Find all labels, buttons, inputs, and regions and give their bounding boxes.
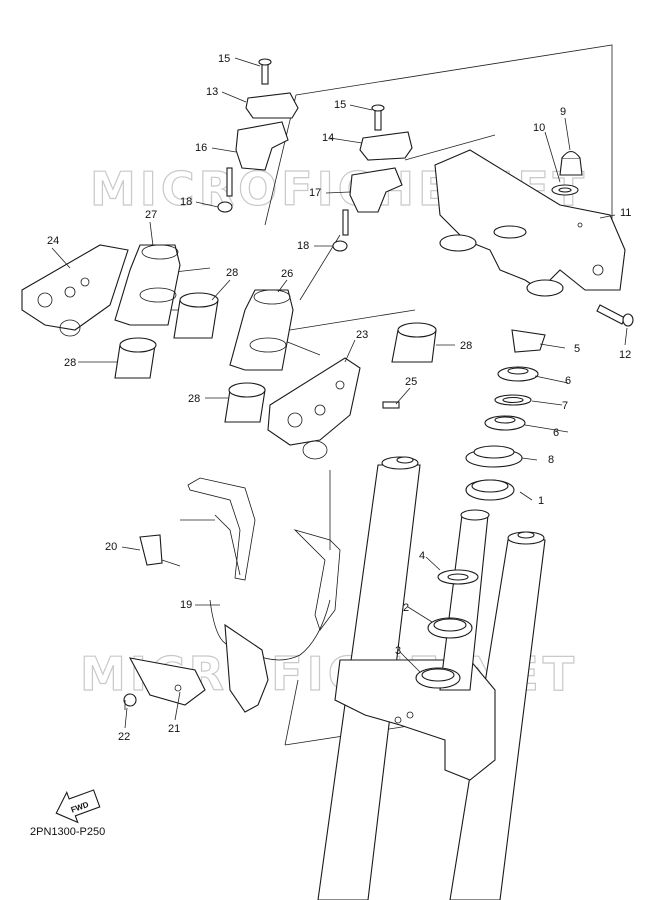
callout-5: 5 xyxy=(574,343,580,355)
collars xyxy=(114,292,437,423)
headlight-brackets xyxy=(21,244,400,460)
callout-26: 26 xyxy=(281,268,293,280)
callout-28-left: 28 xyxy=(64,357,76,369)
callout-15-right: 15 xyxy=(334,99,346,111)
callout-17: 17 xyxy=(309,187,321,199)
handlebar-holders xyxy=(217,58,413,252)
under-bracket xyxy=(334,509,496,781)
callout-28-lower: 28 xyxy=(188,393,200,405)
cap-nut xyxy=(551,150,583,196)
callout-28-right: 28 xyxy=(460,340,472,352)
callout-24: 24 xyxy=(47,235,59,247)
callout-14: 14 xyxy=(322,132,334,144)
callout-8: 8 xyxy=(548,454,554,466)
callout-19: 19 xyxy=(180,599,192,611)
callout-2: 2 xyxy=(403,602,409,614)
stem-bearings xyxy=(415,569,479,689)
callout-4: 4 xyxy=(419,550,425,562)
callout-22: 22 xyxy=(118,731,130,743)
diagram-code: 2PN1300-P250 xyxy=(30,826,106,838)
leader-lines xyxy=(51,57,628,729)
callout-20: 20 xyxy=(105,541,117,553)
callout-labels: 1 2 3 4 5 6 6 7 8 9 10 11 12 13 14 15 15… xyxy=(47,53,631,743)
callout-1: 1 xyxy=(538,495,544,507)
callout-6-lower: 6 xyxy=(553,427,559,439)
callout-10: 10 xyxy=(533,122,545,134)
callout-13: 13 xyxy=(206,86,218,98)
callout-28-upper: 28 xyxy=(226,267,238,279)
callout-7: 7 xyxy=(562,400,568,412)
callout-23: 23 xyxy=(356,329,368,341)
callout-16: 16 xyxy=(195,142,207,154)
cable-clamps xyxy=(114,244,294,371)
callout-9: 9 xyxy=(560,106,566,118)
upper-bracket xyxy=(434,149,626,297)
callout-15-left: 15 xyxy=(218,53,230,65)
callout-6-upper: 6 xyxy=(565,375,571,387)
callout-27: 27 xyxy=(145,209,157,221)
callout-11: 11 xyxy=(620,207,631,219)
callout-18-right: 18 xyxy=(297,240,309,252)
meter-bracket xyxy=(123,477,341,713)
callout-21: 21 xyxy=(168,723,180,735)
callout-25: 25 xyxy=(405,376,417,388)
callout-18-left: 18 xyxy=(180,196,192,208)
pinch-bolt xyxy=(596,304,634,327)
upper-bearing-stack xyxy=(465,329,546,501)
callout-3: 3 xyxy=(395,645,401,657)
callout-12: 12 xyxy=(619,349,631,361)
fwd-arrow-icon: FWD xyxy=(55,789,101,824)
